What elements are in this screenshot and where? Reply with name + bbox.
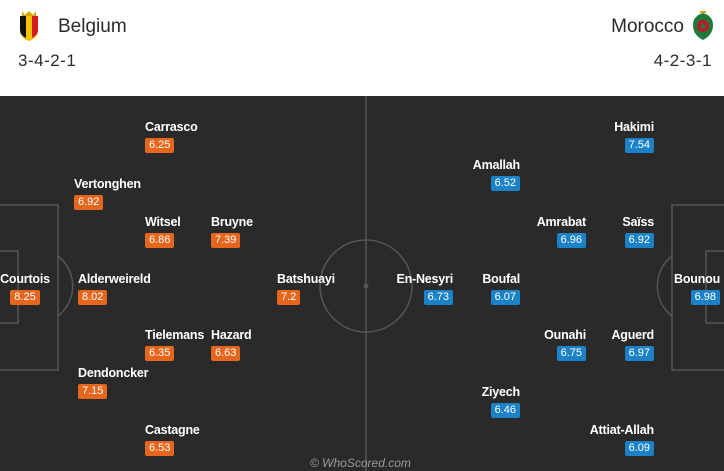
player-aguerd[interactable]: Aguerd 6.97 — [594, 328, 654, 361]
player-name: Ziyech — [481, 385, 521, 399]
player-name: Alderweireld — [78, 272, 151, 286]
player-rating: 6.53 — [145, 441, 175, 456]
player-name: Aguerd — [611, 328, 654, 342]
player-dendoncker[interactable]: Dendoncker 7.15 — [78, 366, 158, 399]
player-name: Castagne — [145, 423, 200, 437]
player-rating: 7.2 — [277, 290, 301, 305]
player-name: Hakimi — [614, 120, 654, 134]
player-rating: 6.98 — [690, 290, 720, 305]
belgium-crest-icon — [18, 10, 40, 47]
player-rating: 6.92 — [74, 195, 104, 210]
pitch-lines — [0, 96, 724, 471]
player-attiat-allah[interactable]: Attiat-Allah 6.09 — [574, 423, 654, 456]
player-rating: 8.25 — [10, 290, 40, 305]
match-header: Belgium 3-4-2-1 Morocco 4-2-3-1 — [0, 0, 724, 96]
player-hazard[interactable]: Hazard 6.63 — [211, 328, 261, 361]
player-rating: 6.86 — [145, 233, 175, 248]
home-formation: 3-4-2-1 — [18, 51, 77, 70]
player-name: Ounahi — [544, 328, 586, 342]
player-name: Witsel — [145, 215, 181, 229]
player-tielemans[interactable]: Tielemans 6.35 — [145, 328, 205, 361]
player-rating: 6.46 — [490, 403, 520, 418]
player-castagne[interactable]: Castagne 6.53 — [145, 423, 205, 456]
player-name: Vertonghen — [74, 177, 141, 191]
player-name: En-Nesyri — [396, 272, 453, 286]
away-formation: 4-2-3-1 — [653, 51, 712, 70]
player-rating: 6.92 — [624, 233, 654, 248]
player-name: Boufal — [482, 272, 520, 286]
player-bruyne[interactable]: Bruyne 7.39 — [211, 215, 261, 248]
player-name: Tielemans — [145, 328, 205, 342]
player-amallah[interactable]: Amallah 6.52 — [460, 158, 520, 191]
player-bounou[interactable]: Bounou 6.98 — [674, 272, 724, 305]
player-boufal[interactable]: Boufal 6.07 — [460, 272, 520, 305]
player-name: Amrabat — [536, 215, 587, 229]
player-name: Bruyne — [211, 215, 253, 229]
player-name: Amallah — [472, 158, 520, 172]
watermark: © WhoScored.com — [310, 456, 411, 470]
player-hakimi[interactable]: Hakimi 7.54 — [594, 120, 654, 153]
player-rating: 6.09 — [624, 441, 654, 456]
player-rating: 6.25 — [145, 138, 175, 153]
player-ziyech[interactable]: Ziyech 6.46 — [460, 385, 520, 418]
player-rating: 6.52 — [490, 176, 520, 191]
player-saiss[interactable]: Saïss 6.92 — [594, 215, 654, 248]
player-rating: 6.07 — [490, 290, 520, 305]
player-name: Bounou — [674, 272, 721, 286]
player-en-nesyri[interactable]: En-Nesyri 6.73 — [393, 272, 453, 305]
player-rating: 6.96 — [556, 233, 586, 248]
player-name: Courtois — [0, 272, 50, 286]
player-name: Attiat-Allah — [589, 423, 654, 437]
player-rating: 8.02 — [78, 290, 108, 305]
player-rating: 7.15 — [78, 384, 108, 399]
player-vertonghen[interactable]: Vertonghen 6.92 — [74, 177, 144, 210]
player-name: Hazard — [211, 328, 252, 342]
player-name: Dendoncker — [78, 366, 149, 380]
pitch: Courtois 8.25 Vertonghen 6.92 Alderweire… — [0, 96, 724, 471]
player-rating: 6.35 — [145, 346, 175, 361]
player-rating: 7.39 — [211, 233, 241, 248]
player-ounahi[interactable]: Ounahi 6.75 — [526, 328, 586, 361]
player-rating: 6.73 — [423, 290, 453, 305]
player-rating: 6.97 — [624, 346, 654, 361]
player-witsel[interactable]: Witsel 6.86 — [145, 215, 195, 248]
player-rating: 6.63 — [211, 346, 241, 361]
home-team-name[interactable]: Belgium — [58, 16, 127, 37]
player-courtois[interactable]: Courtois 8.25 — [0, 272, 50, 305]
player-carrasco[interactable]: Carrasco 6.25 — [145, 120, 205, 153]
player-name: Batshuayi — [277, 272, 335, 286]
player-rating: 7.54 — [624, 138, 654, 153]
morocco-crest-icon — [690, 10, 716, 47]
player-alderweireld[interactable]: Alderweireld 8.02 — [78, 272, 158, 305]
player-name: Carrasco — [145, 120, 198, 134]
player-amrabat[interactable]: Amrabat 6.96 — [526, 215, 586, 248]
player-name: Saïss — [622, 215, 654, 229]
player-batshuayi[interactable]: Batshuayi 7.2 — [277, 272, 337, 305]
player-rating: 6.75 — [556, 346, 586, 361]
away-team-name[interactable]: Morocco — [611, 16, 684, 37]
